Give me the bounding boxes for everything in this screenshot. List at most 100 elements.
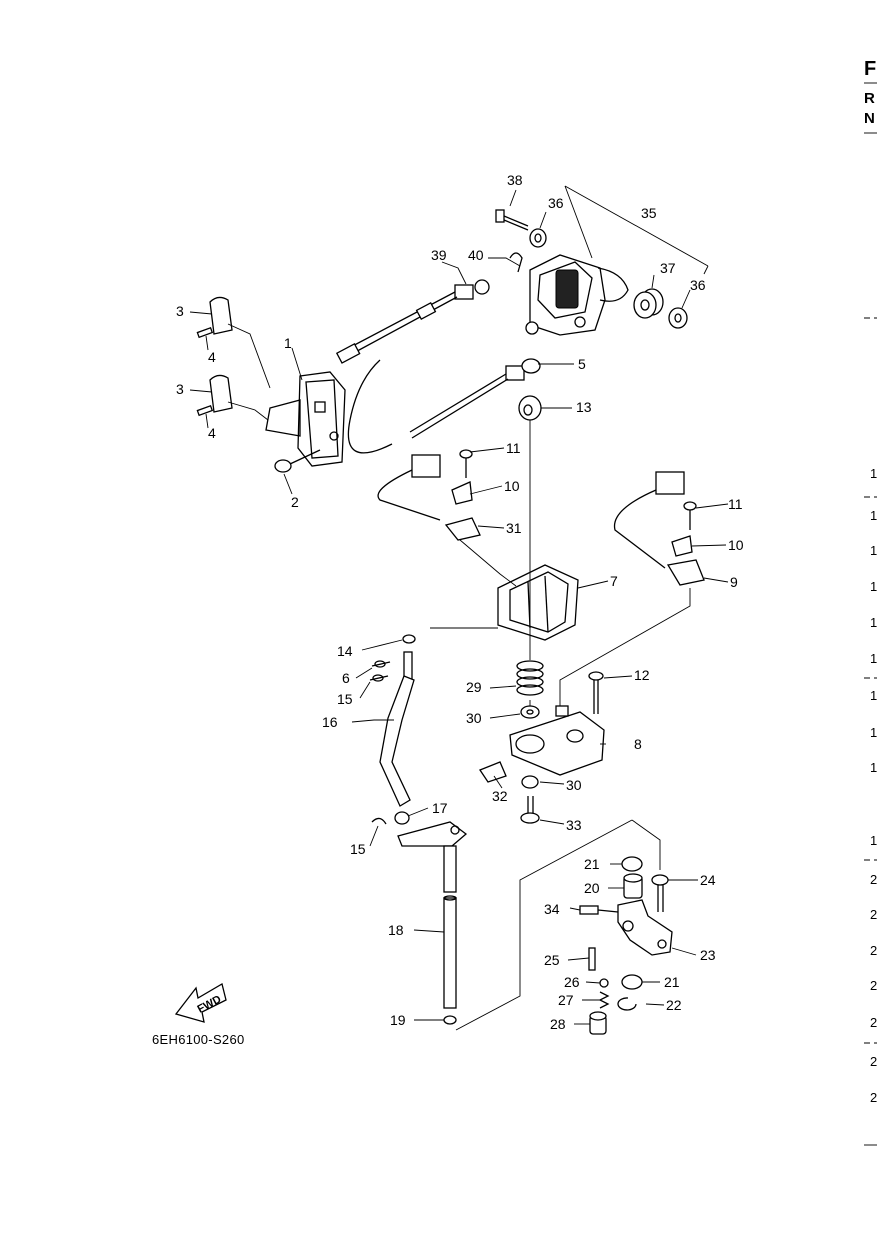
edge-row-number: 1 — [870, 615, 877, 630]
label-17: 17 — [432, 800, 448, 816]
screw-11-left — [459, 449, 473, 478]
label-15-top: 15 — [337, 691, 353, 707]
label-39: 39 — [431, 247, 447, 263]
cable-39 — [335, 279, 490, 364]
label-35: 35 — [641, 205, 657, 221]
label-14: 14 — [337, 643, 353, 659]
edge-row-number: 1 — [870, 833, 877, 848]
label-19: 19 — [390, 1012, 406, 1028]
clamp-3-bottom — [209, 374, 233, 413]
edge-header-1: F — [864, 58, 877, 80]
label-1: 1 — [284, 335, 292, 351]
switch-9 — [613, 471, 705, 586]
label-18: 18 — [388, 922, 404, 938]
clips-6-15 — [369, 660, 391, 682]
label-4-top: 4 — [208, 349, 216, 365]
oring-19 — [443, 1015, 457, 1025]
label-7: 7 — [610, 573, 618, 589]
plate-10-right — [671, 535, 693, 557]
label-22: 22 — [666, 997, 682, 1013]
right-edge-table — [864, 82, 877, 1146]
joint-13 — [518, 395, 542, 421]
bolt-24 — [651, 874, 669, 912]
bracket-1 — [265, 371, 346, 467]
label-28: 28 — [550, 1016, 566, 1032]
bolt-34 — [579, 905, 619, 915]
edge-header-3: N — [864, 110, 875, 127]
plug-28 — [589, 1011, 607, 1035]
label-11-left: 11 — [506, 440, 521, 456]
label-33: 33 — [566, 817, 582, 833]
bushing-30-bottom — [521, 775, 539, 789]
label-34: 34 — [544, 901, 560, 917]
cable-5 — [347, 358, 541, 454]
grommet-36-right — [668, 307, 688, 329]
bolt-38 — [495, 209, 529, 231]
label-5: 5 — [578, 356, 586, 372]
shaft-18 — [443, 845, 457, 1009]
edge-row-number: 2 — [870, 907, 877, 922]
edge-row-number: 1 — [870, 725, 877, 740]
edge-row-number: 1 — [870, 688, 877, 703]
edge-row-number: 2 — [870, 872, 877, 887]
label-24: 24 — [700, 872, 716, 888]
arm-15 — [371, 817, 468, 847]
label-15-bottom: 15 — [350, 841, 366, 857]
bushing-30-top — [520, 705, 540, 719]
label-26: 26 — [564, 974, 580, 990]
spring-29 — [516, 660, 544, 696]
spacer-37 — [633, 288, 664, 319]
edge-row-number: 2 — [870, 1054, 877, 1069]
label-36-top: 36 — [548, 195, 564, 211]
edge-row-number: 2 — [870, 1090, 877, 1105]
label-10-left: 10 — [504, 478, 520, 494]
edge-row-number: 2 — [870, 943, 877, 958]
bolt-2 — [274, 449, 321, 473]
nut-17 — [394, 811, 410, 825]
label-11-right: 11 — [728, 496, 743, 512]
label-9: 9 — [730, 574, 738, 590]
label-36-right: 36 — [690, 277, 706, 293]
diagram-code: 6EH6100-S260 — [152, 1032, 245, 1047]
part-number-labels: 38 36 35 39 40 37 36 3 4 1 5 3 13 4 11 1… — [176, 172, 744, 1032]
body-8 — [509, 705, 605, 776]
edge-row-number: 1 — [870, 508, 877, 523]
label-38: 38 — [507, 172, 523, 188]
edge-row-number: 1 — [870, 579, 877, 594]
bolt-33 — [520, 796, 540, 824]
label-16: 16 — [322, 714, 338, 730]
clip-40 — [509, 252, 523, 273]
edge-row-number: 2 — [870, 1015, 877, 1030]
label-10-right: 10 — [728, 537, 744, 553]
switch-31 — [377, 454, 481, 541]
ring-21-bottom — [621, 974, 643, 990]
label-32: 32 — [492, 788, 508, 804]
washer-14 — [402, 634, 416, 644]
label-6: 6 — [342, 670, 350, 686]
screw-11-right — [683, 501, 697, 530]
label-30-bottom: 30 — [566, 777, 582, 793]
spring-27 — [598, 991, 610, 1009]
edge-header-2: R — [864, 90, 875, 107]
bush-20 — [623, 873, 643, 899]
edge-row-number: 1 — [870, 760, 877, 775]
ring-21-top — [621, 856, 643, 872]
label-37: 37 — [660, 260, 676, 276]
label-25: 25 — [544, 952, 560, 968]
label-20: 20 — [584, 880, 600, 896]
clamp-3-top — [209, 296, 233, 335]
label-21-top: 21 — [584, 856, 600, 872]
label-21-bottom: 21 — [664, 974, 680, 990]
label-31: 31 — [506, 520, 522, 536]
label-3-top: 3 — [176, 303, 184, 319]
label-3-bottom: 3 — [176, 381, 184, 397]
label-13: 13 — [576, 399, 592, 415]
circlip-22 — [617, 997, 637, 1011]
fitting-32 — [479, 761, 507, 783]
label-2: 2 — [291, 494, 299, 510]
label-8: 8 — [634, 736, 642, 752]
control-lever-assembly — [525, 254, 629, 336]
edge-row-number: 2 — [870, 978, 877, 993]
label-27: 27 — [558, 992, 574, 1008]
